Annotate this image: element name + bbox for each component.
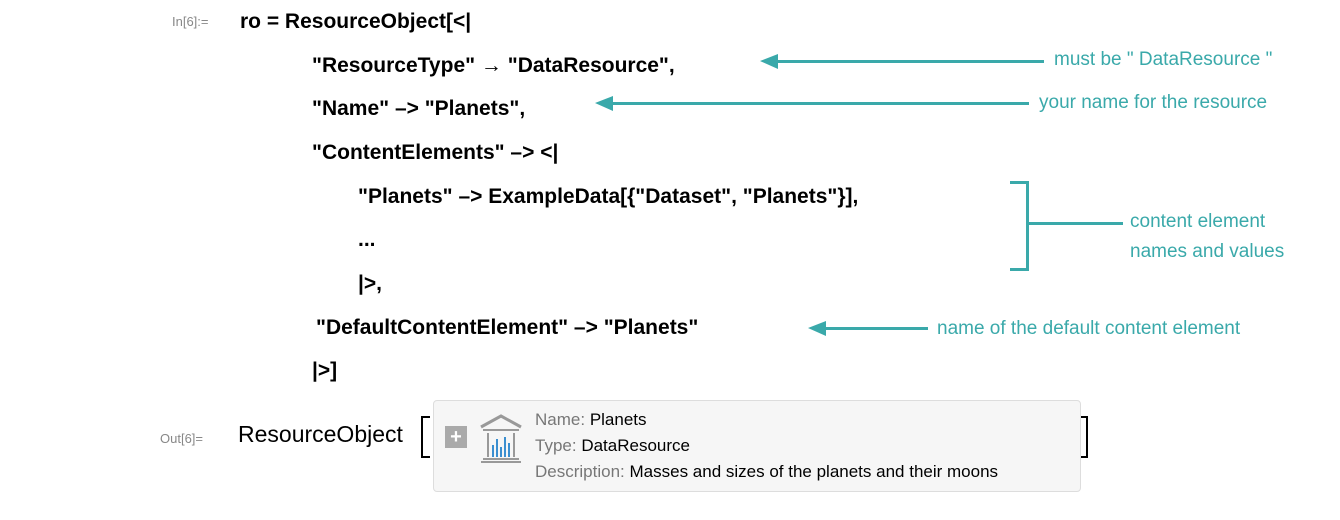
type-key: Type:: [535, 436, 577, 455]
name-value: Planets: [589, 410, 647, 429]
code-line[interactable]: ...: [358, 228, 376, 251]
annotation-content-1: content element: [1130, 211, 1266, 232]
connector-line: [1029, 222, 1123, 225]
input-label: In[6]:=: [172, 14, 209, 29]
arrow-left-icon: [595, 96, 1029, 111]
description-value: Masses and sizes of the planets and thei…: [629, 462, 999, 481]
bracket-icon: [1010, 181, 1029, 271]
code-line[interactable]: "ContentElements" –> <|: [312, 141, 559, 164]
close-bracket: [1079, 416, 1088, 458]
code-line[interactable]: "ResourceType" → "DataResource",: [312, 54, 675, 77]
data-repository-icon: [480, 414, 522, 463]
resource-summary-box: + Name: Planets Type: DataResource Descr…: [433, 400, 1081, 492]
name-key: Name:: [535, 410, 586, 429]
arrow-left-icon: [760, 54, 1044, 69]
annotation-resource-type: must be " DataResource ": [1054, 49, 1273, 70]
code-line[interactable]: "DefaultContentElement" –> "Planets": [316, 316, 699, 339]
output-head: ResourceObject: [238, 421, 403, 447]
description-row: Description: Masses and sizes of the pla…: [535, 462, 998, 482]
annotation-default: name of the default content element: [937, 318, 1241, 339]
type-row: Type: DataResource: [535, 436, 690, 456]
code-line[interactable]: ro = ResourceObject[<|: [240, 10, 472, 33]
code-line[interactable]: "Planets" –> ExampleData[{"Dataset", "Pl…: [358, 185, 859, 208]
name-row: Name: Planets: [535, 410, 647, 430]
annotation-name: your name for the resource: [1039, 92, 1268, 113]
annotation-content-2: names and values: [1130, 241, 1285, 262]
output-label: Out[6]=: [160, 431, 203, 446]
open-bracket: [421, 416, 430, 458]
expand-plus-icon[interactable]: +: [445, 426, 467, 448]
description-key: Description:: [535, 462, 625, 481]
code-line[interactable]: "Name" –> "Planets",: [312, 97, 526, 120]
code-line[interactable]: |>]: [312, 359, 338, 382]
arrow-left-icon: [808, 321, 928, 336]
type-value: DataResource: [581, 436, 690, 455]
code-line[interactable]: |>,: [358, 272, 382, 295]
